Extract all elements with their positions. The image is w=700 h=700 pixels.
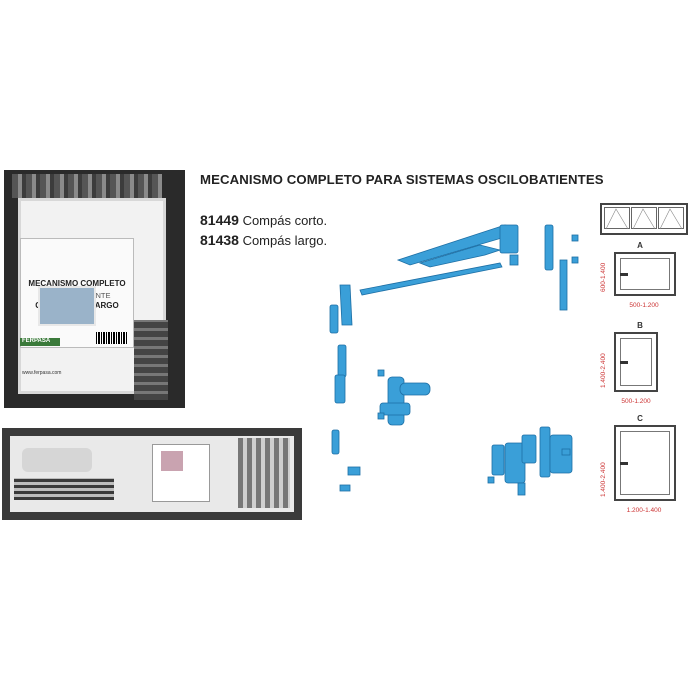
top-rod — [359, 262, 503, 296]
vertical-bar-right — [559, 259, 568, 311]
diagram-c-height: 1.400-2.400 — [600, 462, 607, 497]
left-keeper-bottom — [331, 429, 340, 455]
window-handle-icon — [620, 462, 628, 465]
package-window-image — [38, 286, 96, 326]
product-description: Compás largo. — [242, 233, 328, 248]
diagram-b-window — [614, 332, 658, 392]
package-brand-logo: FERPASA — [20, 338, 60, 346]
package-barcode — [96, 332, 128, 344]
diagram-a-width: 500-1.200 — [629, 302, 659, 309]
tray-label-image — [161, 451, 183, 471]
screw — [487, 476, 495, 484]
window-handle-icon — [620, 273, 628, 276]
diagram-b-height: 1.400-2.400 — [600, 353, 607, 388]
window-handle-icon — [620, 361, 628, 364]
corner-piece — [339, 284, 353, 326]
product-line-1: 81449 Compás corto. — [200, 212, 327, 228]
diagram-a-letter: A — [637, 241, 643, 250]
tray-handle — [22, 448, 92, 472]
corner-hinge-bottom — [539, 426, 551, 478]
screw — [571, 256, 579, 264]
handle-lever — [399, 382, 431, 396]
left-keeper-mid — [337, 344, 347, 378]
triple-window-icon — [600, 203, 688, 235]
package-brand: FERPASA — [22, 338, 51, 344]
tray-rods — [14, 478, 114, 500]
product-tray-photo — [2, 428, 302, 520]
package-label-line1: MECANISMO COMPLETO — [28, 279, 126, 288]
product-package-photo: MECANISMO COMPLETO OSCILO-BATIENTE C.E. … — [4, 170, 185, 408]
hardware-exploded-diagram — [329, 224, 579, 496]
left-keeper-low — [334, 374, 346, 404]
bottom-hinge-pin — [521, 434, 537, 464]
stay-hinge — [499, 224, 519, 254]
stay-arm-lower — [418, 244, 502, 268]
diagram-b-letter: B — [637, 321, 643, 330]
handle-escutcheon — [379, 402, 411, 416]
package-hardware-side — [134, 320, 168, 400]
diagram-a-height: 600-1.400 — [600, 262, 607, 292]
tray-label — [152, 444, 210, 502]
diagram-a-window — [614, 252, 676, 296]
product-code: 81438 — [200, 232, 239, 248]
package-url: www.ferpasa.com — [22, 370, 62, 376]
screw — [377, 412, 385, 420]
hinge-bracket — [549, 434, 573, 474]
page-title: MECANISMO COMPLETO PARA SISTEMAS OSCILOB… — [200, 172, 604, 187]
screw — [561, 448, 571, 456]
tray-parts — [238, 438, 290, 508]
product-line-2: 81438 Compás largo. — [200, 232, 327, 248]
product-code: 81449 — [200, 212, 239, 228]
diagram-b-width: 500-1.200 — [621, 398, 651, 405]
screw — [571, 234, 579, 242]
screw — [377, 369, 385, 377]
product-description: Compás corto. — [242, 213, 328, 228]
package-hardware-top — [12, 174, 162, 198]
diagram-c-window — [614, 425, 676, 501]
left-keeper-top — [329, 304, 339, 334]
stay-clip — [509, 254, 519, 266]
bottom-hinge-plate — [491, 444, 505, 476]
screw — [517, 482, 526, 496]
diagram-c-letter: C — [637, 414, 643, 423]
corner-hinge-top — [544, 224, 554, 271]
bottom-clip — [347, 466, 361, 476]
bottom-plate — [339, 484, 351, 492]
diagram-c-width: 1.200-1.400 — [626, 507, 662, 514]
